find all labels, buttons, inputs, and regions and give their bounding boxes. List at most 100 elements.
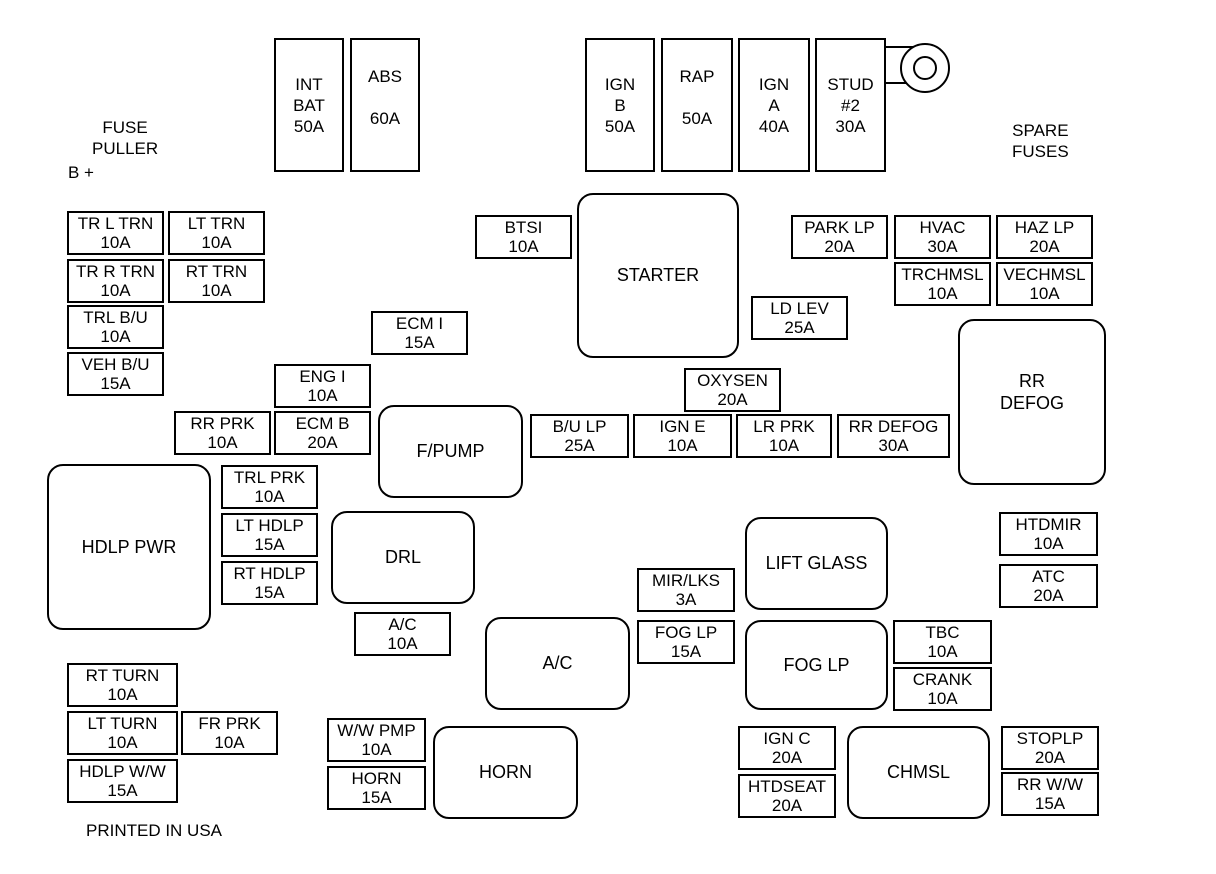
- fuse-rating: 10A: [100, 327, 131, 346]
- fuse-rating: 15A: [107, 781, 138, 800]
- fuse-rating: 10A: [387, 634, 418, 653]
- fuse-name-line: BAT: [293, 95, 325, 115]
- fuse-label: ATC: [1032, 567, 1065, 586]
- fuse-label: TR L TRN: [77, 214, 154, 233]
- fuse-label: RR PRK: [190, 414, 255, 433]
- fuse-label: MIR/LKS: [651, 571, 721, 590]
- fuse-label: HAZ LP: [1014, 218, 1075, 237]
- fuse-name-line: #2: [841, 95, 860, 115]
- fuse-rating: 15A: [670, 642, 702, 661]
- relay-lift-glass: LIFT GLASS: [745, 517, 888, 610]
- fuse-label: W/W PMP: [337, 721, 416, 740]
- relay-hdlp-pwr: HDLP PWR: [47, 464, 211, 630]
- fuse-rating: 10A: [361, 740, 392, 759]
- fuse-name-line: RAP: [679, 66, 715, 86]
- relay-rr-defog: RR DEFOG: [958, 319, 1106, 485]
- printed-in-usa-label: PRINTED IN USA: [86, 821, 223, 840]
- fuse-name-line: ABS: [367, 66, 403, 86]
- fuse-rating: 10A: [201, 281, 232, 300]
- fuse-label: RR DEFOG: [848, 417, 939, 436]
- fuse-label: HVAC: [919, 218, 966, 237]
- fuse-label: PARK LP: [804, 218, 875, 237]
- maxi-fuse-ign-a: IGN A 40A: [738, 38, 810, 172]
- fuse-label: BTSI: [504, 218, 543, 237]
- fuse-rating: 15A: [254, 535, 285, 554]
- fuse-label: LR PRK: [753, 417, 815, 436]
- fuse-name-line: B: [614, 95, 626, 115]
- fuse-rating: 3A: [675, 590, 697, 609]
- stud-terminal-inner-ring: [913, 56, 937, 80]
- fuse-label: HDLP W/W: [79, 762, 166, 781]
- fuse-name-line: INT: [295, 74, 323, 94]
- spare-fuses-label: SPARE FUSES: [1012, 121, 1069, 161]
- fuse-rating: 50A: [293, 116, 325, 136]
- relay-drl: DRL: [331, 511, 475, 604]
- fuse-label: FOG LP: [654, 623, 718, 642]
- fuse-rating: 25A: [564, 436, 595, 455]
- fuse-label: CRANK: [912, 670, 973, 689]
- fuse-label: TRL PRK: [233, 468, 306, 487]
- fuse-label: RT TURN: [85, 666, 160, 685]
- fuse-name-line: A: [768, 95, 780, 115]
- fuse-rating: 10A: [100, 281, 131, 300]
- fuse-rating: 10A: [667, 436, 698, 455]
- relay-fog-lp: FOG LP: [745, 620, 888, 710]
- fuse-label: TRCHMSL: [901, 265, 984, 284]
- fuse-label: LT TRN: [187, 214, 246, 233]
- fuse-label: STOPLP: [1016, 729, 1084, 748]
- fuse-rating: 20A: [824, 237, 855, 256]
- fuse-label: LT HDLP: [235, 516, 304, 535]
- maxi-fuse-abs: ABS 60A: [350, 38, 420, 172]
- fuse-rating: 15A: [1034, 794, 1066, 813]
- fuse-label: IGN C: [763, 729, 811, 748]
- relay-horn: HORN: [433, 726, 578, 819]
- fuse-rating: 20A: [307, 433, 338, 452]
- relay-f-pump: F/PUMP: [378, 405, 523, 498]
- fuse-label: RT TRN: [185, 262, 248, 281]
- fuse-label: HTDSEAT: [747, 777, 827, 796]
- maxi-fuse-rap: RAP 50A: [661, 38, 733, 172]
- fuse-rating: 20A: [1034, 748, 1066, 767]
- fuse-rating: 10A: [927, 642, 958, 661]
- fuse-rating: 50A: [681, 108, 713, 128]
- fuse-rating: 10A: [927, 689, 958, 708]
- fuse-rating: 10A: [107, 733, 138, 752]
- fuse-rating: 10A: [254, 487, 285, 506]
- relay-starter: STARTER: [577, 193, 739, 358]
- fuse-rating: 30A: [835, 116, 866, 136]
- fuse-label: FR PRK: [198, 714, 261, 733]
- fuse-rating: 20A: [771, 748, 803, 767]
- fuse-rating: 10A: [214, 733, 245, 752]
- fuse-rating: 30A: [878, 436, 909, 455]
- fuse-label: ECM B: [295, 414, 350, 433]
- fuse-label: ENG I: [299, 367, 346, 386]
- fuse-rating: 20A: [717, 390, 748, 409]
- fuse-rating: 60A: [369, 108, 401, 128]
